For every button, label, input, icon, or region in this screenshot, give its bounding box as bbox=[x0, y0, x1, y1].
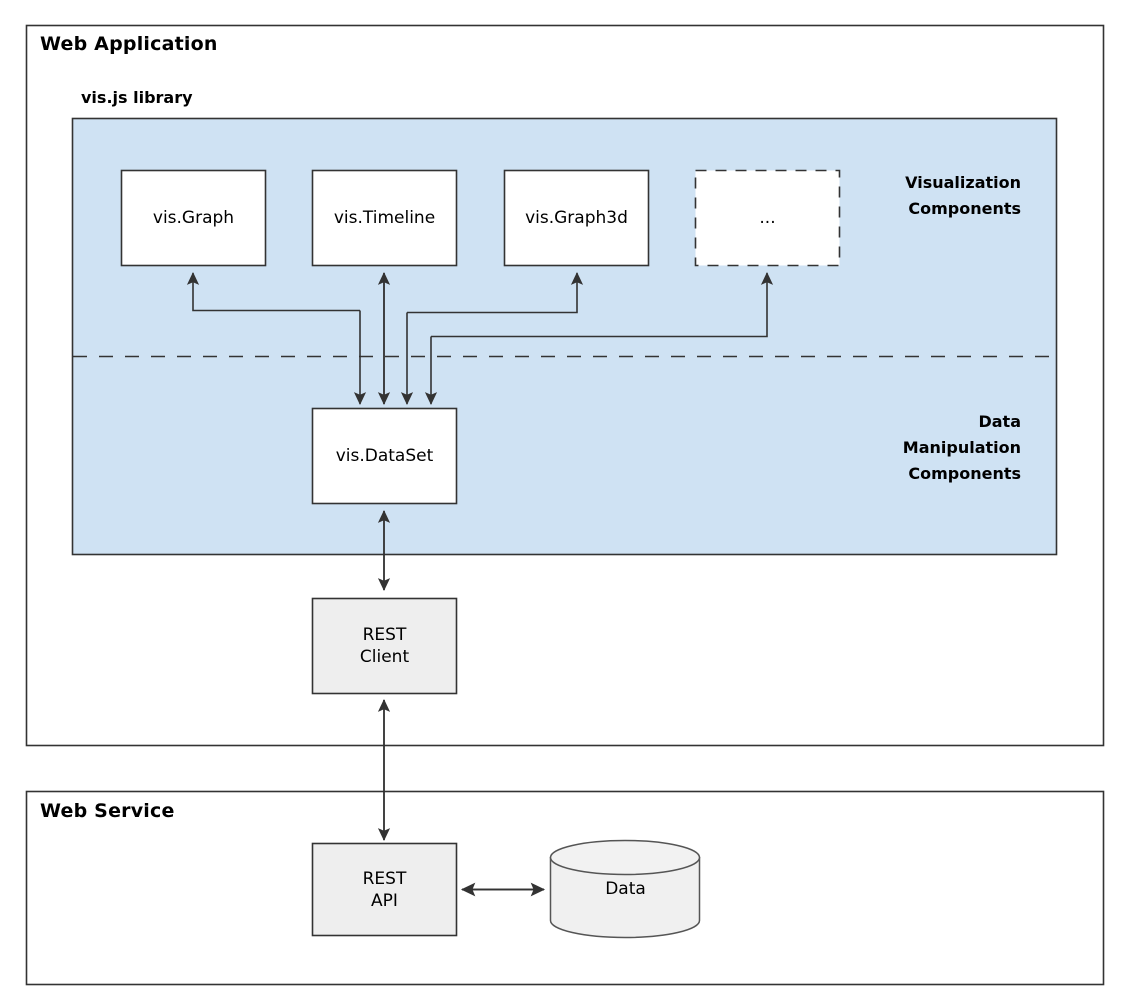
node-vis-graph[interactable] bbox=[120, 169, 267, 267]
panel-title-visjs-library: vis.js library bbox=[81, 88, 193, 107]
edge-more-to-dataset-up bbox=[431, 272, 774, 338]
node-rest-api[interactable] bbox=[311, 842, 458, 937]
node-vis-timeline[interactable] bbox=[311, 169, 458, 267]
frame-title-web-service: Web Service bbox=[40, 800, 175, 822]
section-label-data-manipulation-components: Data Manipulation Components bbox=[902, 412, 1021, 483]
section-label-visualization-components: Visualization Components bbox=[905, 173, 1021, 218]
node-more-components[interactable] bbox=[694, 169, 841, 267]
node-vis-graph3d[interactable] bbox=[503, 169, 650, 267]
edge-graph3d-to-dataset-up bbox=[407, 272, 584, 314]
node-vis-dataset[interactable] bbox=[311, 407, 458, 505]
edge-graph-to-dataset-up bbox=[186, 272, 360, 312]
frame-title-web-application: Web Application bbox=[40, 33, 218, 55]
node-data-store[interactable] bbox=[549, 839, 701, 939]
node-rest-client[interactable] bbox=[311, 597, 458, 695]
